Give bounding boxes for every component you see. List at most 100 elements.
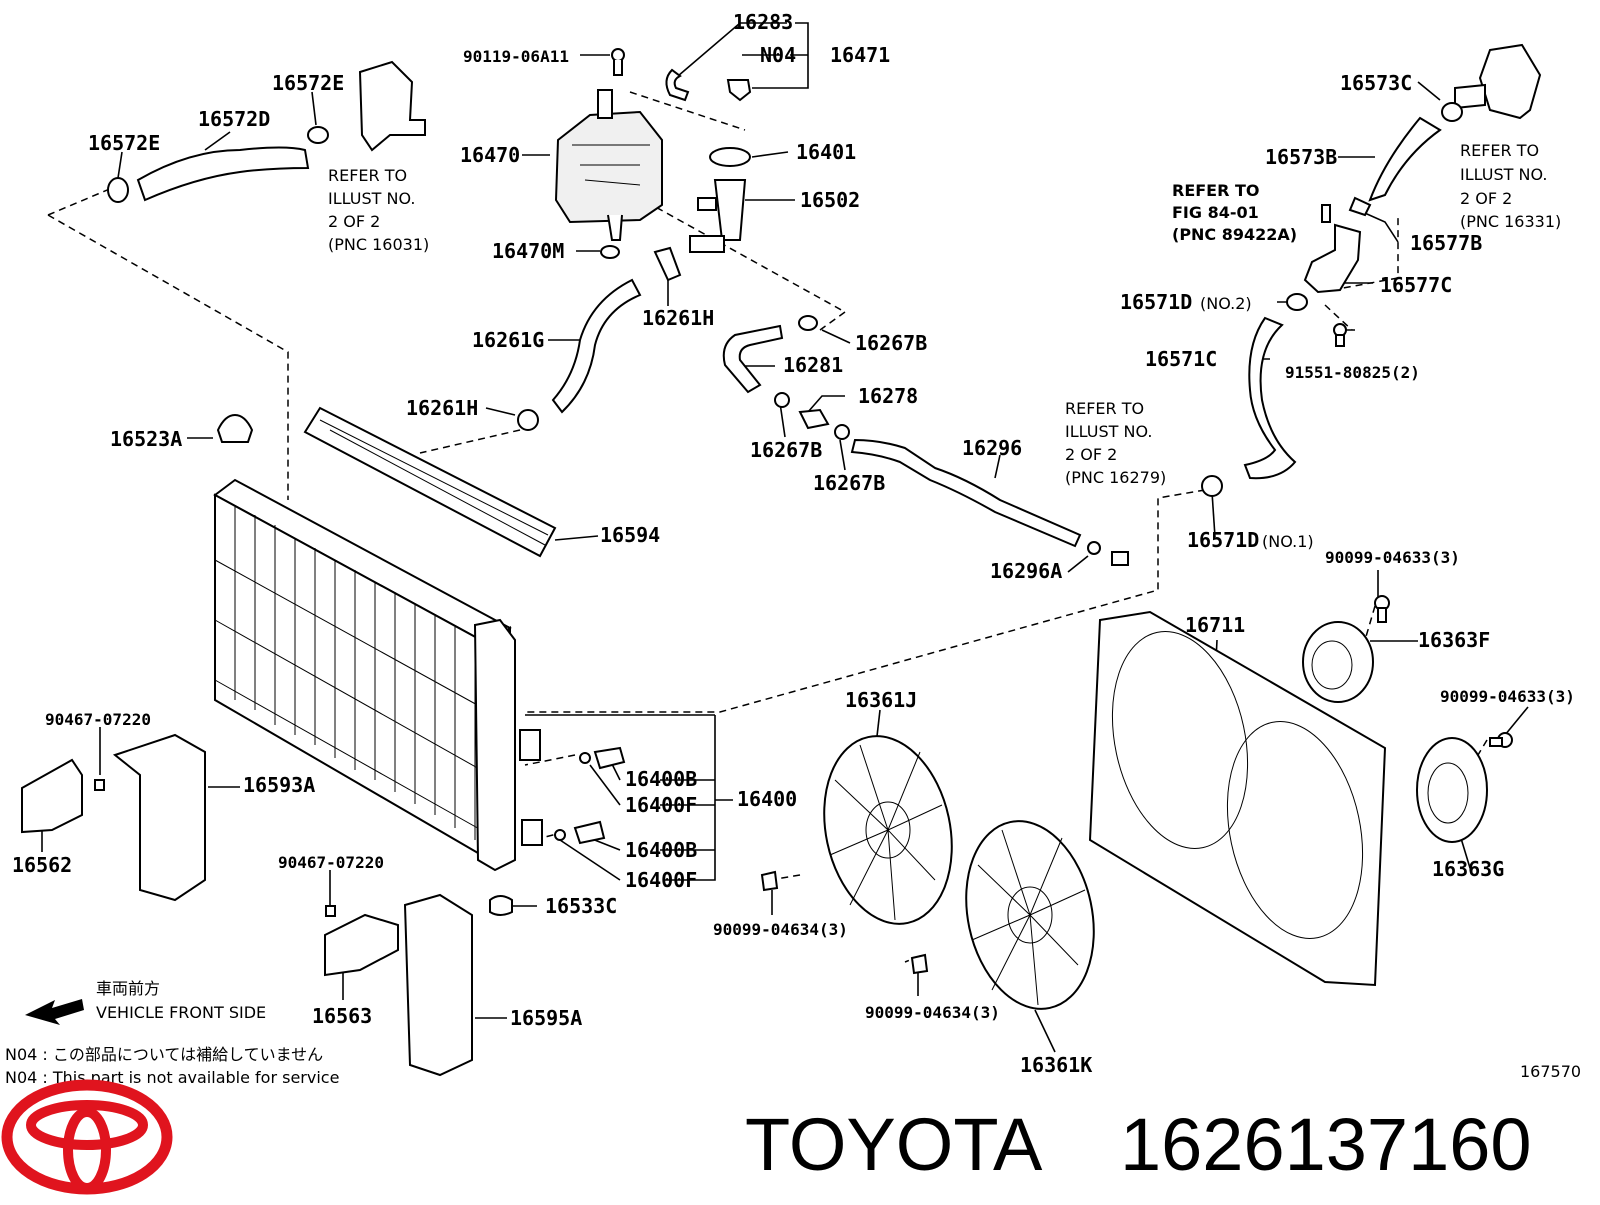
grommet-16470M	[600, 245, 620, 259]
sensor-icon	[1321, 204, 1331, 223]
label-16470M: 16470M	[492, 239, 564, 263]
clamp-16572E-b	[307, 126, 329, 144]
filler-neck-16502	[689, 179, 747, 253]
svg-text:REFER TO: REFER TO	[328, 166, 407, 185]
label-16471: 16471	[830, 43, 890, 67]
clamp-16267B-a	[798, 315, 818, 331]
leader-lines	[41, 22, 1529, 1053]
label-16502: 16502	[800, 188, 860, 212]
cap-16401	[709, 147, 751, 167]
part-labels: 16283 90119-06A11 N04 16471 16572E 16572…	[12, 10, 1575, 1077]
refer-block-89422: REFER TO FIG 84-01 (PNC 89422A)	[1172, 181, 1297, 244]
label-16363G: 16363G	[1432, 857, 1504, 881]
label-16711: 16711	[1185, 613, 1245, 637]
gasket-16577B	[1348, 196, 1372, 217]
svg-text:ILLUST NO.: ILLUST NO.	[1460, 165, 1547, 184]
label-no2: (NO.2)	[1200, 294, 1252, 313]
clip-90467-a	[94, 779, 105, 791]
svg-text:FIG 84-01: FIG 84-01	[1172, 203, 1259, 222]
drain-plug-16400B-b	[554, 820, 606, 845]
label-16267B-c: 16267B	[813, 471, 885, 495]
support-16594	[303, 406, 557, 558]
cap-16523A	[216, 413, 254, 443]
bracket-16563	[324, 913, 399, 977]
label-16572E-a: 16572E	[88, 131, 160, 155]
bolt-icon	[611, 48, 625, 76]
label-16363F: 16363F	[1418, 628, 1490, 652]
clamp-16296A	[1087, 541, 1101, 555]
label-16261G: 16261G	[472, 328, 544, 352]
hose-16573B	[1368, 116, 1442, 202]
water-outlet-left	[358, 60, 426, 152]
clamp-16267B-c	[834, 424, 850, 440]
svg-text:REFER TO: REFER TO	[1460, 141, 1539, 160]
svg-text:(PNC 16331): (PNC 16331)	[1460, 212, 1561, 231]
label-16470: 16470	[460, 143, 520, 167]
label-16572D: 16572D	[198, 107, 270, 131]
label-16261H-b: 16261H	[406, 396, 478, 420]
label-16593A: 16593A	[243, 773, 315, 797]
radiator	[213, 478, 543, 872]
label-16267B-a: 16267B	[855, 331, 927, 355]
label-16571D-no1: 16571D	[1187, 528, 1259, 552]
label-90099-04633-a: 90099-04633(3)	[1325, 548, 1460, 567]
label-16595A: 16595A	[510, 1006, 582, 1030]
label-16523A: 16523A	[110, 427, 182, 451]
water-outlet-right	[1454, 43, 1542, 120]
label-16296A: 16296A	[990, 559, 1062, 583]
label-16573B: 16573B	[1265, 145, 1337, 169]
clamp-16572E-a	[107, 177, 129, 203]
label-16400: 16400	[737, 787, 797, 811]
front-arrow-icon	[25, 999, 84, 1025]
clamp-16571D-no1	[1201, 475, 1223, 497]
label-90099-04634-b: 90099-04634(3)	[865, 1003, 1000, 1022]
illustration-number: 167570	[1520, 1062, 1581, 1081]
svg-text:ILLUST NO.: ILLUST NO.	[328, 189, 415, 208]
label-16572E-b: 16572E	[272, 71, 344, 95]
clip-90467-b	[325, 905, 336, 917]
label-16401: 16401	[796, 140, 856, 164]
svg-text:2 OF 2: 2 OF 2	[1460, 189, 1512, 208]
label-90467-b: 90467-07220	[278, 853, 384, 872]
refer-block-16331: REFER TO ILLUST NO. 2 OF 2 (PNC 16331)	[1460, 141, 1561, 231]
note-n04-jp: N04 : この部品については補給していません	[5, 1045, 323, 1064]
bolt-90099-04634-a	[760, 870, 779, 892]
label-91551: 91551-80825(2)	[1285, 363, 1420, 382]
svg-text:REFER TO: REFER TO	[1065, 399, 1144, 418]
svg-text:REFER TO: REFER TO	[1172, 181, 1260, 200]
label-16267B-b: 16267B	[750, 438, 822, 462]
label-16361J: 16361J	[845, 688, 917, 712]
label-16400F-a: 16400F	[625, 793, 697, 817]
label-16533C: 16533C	[545, 894, 617, 918]
label-16261H-a: 16261H	[642, 306, 714, 330]
valve-16278	[798, 408, 830, 430]
note-front-en: VEHICLE FRONT SIDE	[96, 1003, 266, 1022]
clamp-16571D-no2	[1286, 293, 1308, 311]
drain-plug-16400B-a	[579, 746, 626, 770]
pipe-16279	[1111, 551, 1129, 566]
fan-16361J	[823, 735, 953, 925]
refer-block-16031: REFER TO ILLUST NO. 2 OF 2 (PNC 16031)	[328, 166, 429, 254]
fan-motor-16363F	[1302, 621, 1374, 703]
toyota-logo-icon	[1, 1079, 173, 1195]
water-inlet-16577C	[1303, 223, 1362, 294]
bolt-91551	[1333, 323, 1347, 347]
reservoir-tank	[554, 89, 663, 241]
label-16594: 16594	[600, 523, 660, 547]
seal-16593A	[112, 733, 206, 902]
hose-16296	[850, 438, 1082, 548]
fan-shroud-16711	[1088, 610, 1387, 987]
label-16577B: 16577B	[1410, 231, 1482, 255]
bolt-90099-04633-a	[1374, 595, 1390, 623]
brand-name: TOYOTA	[745, 1103, 1043, 1186]
label-16563: 16563	[312, 1004, 372, 1028]
hose-16261G	[551, 278, 642, 414]
bolt-90099-04633-b	[1489, 732, 1513, 748]
label-16577C: 16577C	[1380, 273, 1452, 297]
label-16571D-no2: 16571D	[1120, 290, 1192, 314]
label-90467-a: 90467-07220	[45, 710, 151, 729]
clamp-16267B-b	[774, 392, 790, 408]
svg-text:(PNC 89422A): (PNC 89422A)	[1172, 225, 1297, 244]
